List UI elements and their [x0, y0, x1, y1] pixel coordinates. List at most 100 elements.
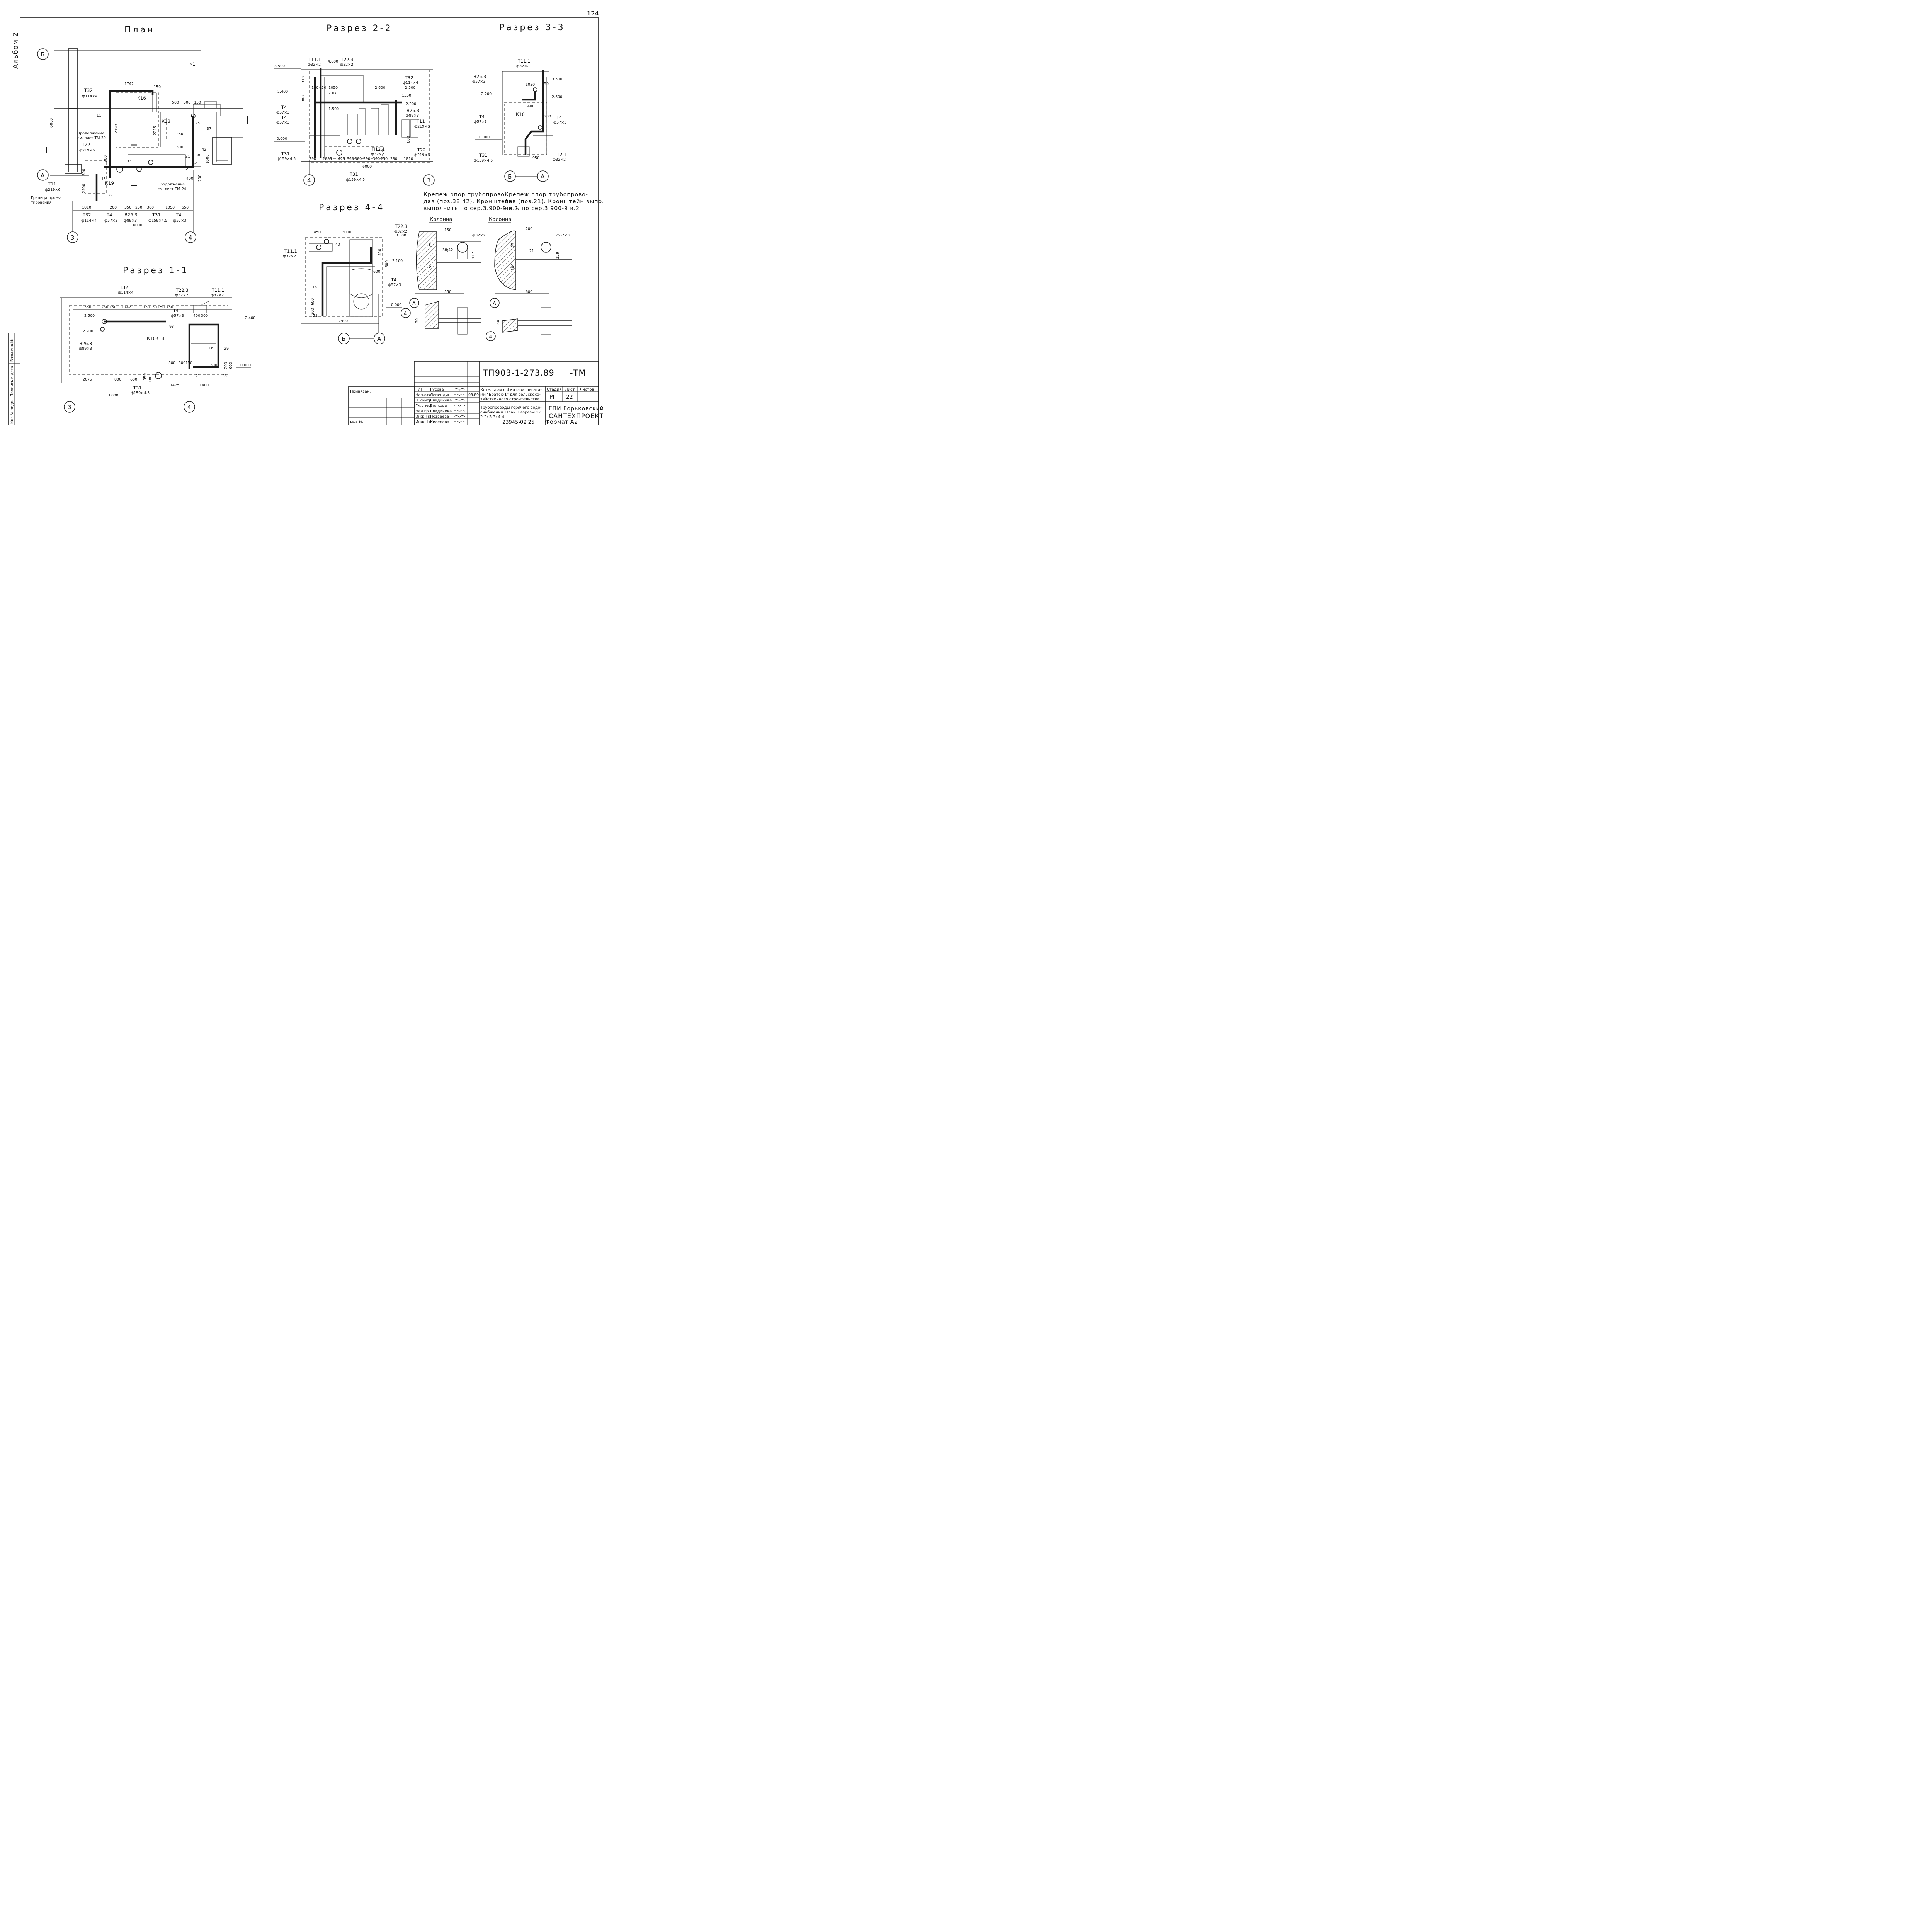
sec11-t111: Т11.1 — [211, 287, 224, 293]
plan-title: План — [124, 25, 155, 35]
sec33-title: Разрез 3-3 — [499, 23, 565, 32]
title-block: ТП903-1-273.89 -ТМ Привязан: Инв.№ ГИП Н… — [348, 361, 603, 425]
sec22-t31-d: ф159×4.5 — [277, 157, 296, 161]
sheet-format: Формат А2 — [545, 418, 578, 425]
sec22-t32-d: ф114×4 — [403, 81, 418, 85]
detail1-pos: 38;42 — [442, 248, 453, 252]
sec22-level: 2.600 — [375, 86, 385, 90]
sec22-dim: 100 — [311, 86, 318, 90]
plan-p38: 38 — [196, 153, 200, 158]
sec22-t4b-d: ф57×3 — [276, 121, 289, 125]
stamp-sheet-no: 22 — [566, 394, 573, 400]
plan-dim: 250 — [135, 206, 142, 210]
sec22-dim: 350 — [347, 157, 354, 161]
sec11-level: 2.200 — [83, 329, 93, 333]
plan-cont1b: см. лист ТМ-30 — [77, 136, 106, 140]
sec22-b263-d: ф89×3 — [406, 114, 419, 118]
detail1-dim: 25 — [428, 243, 432, 247]
sec44-t4: Т4 — [391, 277, 396, 282]
stamp-signatures — [454, 388, 465, 423]
stamp-sheet-title: Трубопроводы горячего водо- — [480, 406, 542, 410]
sec33-dim: 400 — [527, 104, 534, 109]
detail1-dim: 250 — [428, 264, 432, 270]
sec22-dim: 2.07 — [328, 91, 337, 95]
stamp-role: Н.контр — [415, 398, 432, 403]
sec33-level: 2.600 — [552, 95, 562, 99]
sec44-t4-d: ф57×3 — [388, 283, 401, 287]
boiler-k16 — [116, 92, 159, 148]
stamp-description: зяйственного строительства — [480, 397, 539, 401]
sec11-t111-d: ф32×2 — [211, 293, 224, 298]
plan-p27: 27 — [108, 193, 113, 197]
sec11-t31-d: ф159×4.5 — [131, 391, 150, 395]
plan-p25: 25 — [195, 121, 200, 126]
plan-border: Граница проек- — [31, 196, 61, 200]
sec11-dim: 1400 — [199, 383, 209, 388]
sec22-dim: 1810 — [404, 157, 413, 161]
plan-t11: Т11 — [48, 181, 56, 187]
sec22-dim: 1085 — [323, 157, 332, 161]
stamp-name: Гладикова — [430, 409, 452, 413]
sec44-dim: 450 — [314, 230, 321, 235]
sec11-axis-3: 3 — [68, 404, 71, 411]
section-2-2: Разрез 2-2 3.500 4.800 2.400 2.600 — [274, 24, 435, 186]
detail2-dim: 200 — [526, 227, 532, 231]
stamp-description: ми "Братск-1" для сельскохо- — [480, 393, 541, 397]
sec11-dim: 600 — [130, 378, 137, 382]
detail1-axis-a: А — [412, 301, 416, 307]
sec11-dim: 150 — [109, 305, 116, 310]
plan-dim: 1600 — [206, 155, 210, 164]
sec11-dim: 300 — [201, 314, 208, 318]
sec22-dim: 425 — [338, 157, 345, 161]
side-label-sign: Подпись и дата — [10, 366, 14, 396]
plan-k19: К19 — [105, 180, 114, 186]
section-3-3: Разрез 3-3 Т11.1 ф32×2 В26.3 ф57×3 Т4 ф5… — [472, 23, 566, 182]
sec22-dim: 310 — [301, 76, 306, 83]
detail1-axis-4: 4 — [404, 311, 407, 317]
stamp-header-stage: Стадия — [547, 388, 561, 392]
stamp-stage: РП — [549, 394, 557, 400]
sec44-title: Разрез 4-4 — [319, 203, 385, 213]
plan-dim: 150 — [194, 100, 201, 105]
sec33-dim: 1030 — [526, 83, 535, 87]
sec11-p23: 23 — [222, 374, 227, 378]
plan-b-t32-d: ф114×4 — [81, 219, 97, 223]
sec33-level: 2.200 — [481, 92, 492, 96]
stamp-name: Позвеева — [430, 415, 449, 419]
sec11-t32-d: ф114×4 — [118, 291, 133, 295]
sheet-code: ТП903-1-273.89 — [483, 368, 554, 378]
sec33-t31: Т31 — [479, 153, 488, 158]
sec22-dim: 250 — [381, 157, 388, 161]
plan-dim: 2215 — [153, 126, 157, 135]
stamp-names: Гусева Лепендин Гладикова Волкова Гладик… — [430, 388, 452, 424]
sec33-dim: 50 — [544, 82, 549, 86]
sec11-dim: 1550 — [82, 305, 91, 310]
detail1-pipe: ф32×2 — [472, 233, 485, 238]
sec33-axis-a: А — [541, 173, 545, 180]
plan-dim: 200 — [110, 206, 117, 210]
detail2-axis-a: А — [493, 301, 496, 307]
sec33-t4b-d: ф57×3 — [553, 121, 566, 125]
sec44-t223-d: ф32×2 — [394, 230, 407, 234]
sec11-dim: 260 — [101, 305, 108, 310]
plan-dim: 6000 — [49, 118, 54, 128]
plan-p21: 21 — [185, 155, 190, 159]
sec33-p121: П12.1 — [553, 152, 566, 157]
sec22-level: 2.500 — [405, 86, 415, 90]
stamp-description: Котельная с 4 котлоагрегата- — [480, 388, 542, 392]
plan-b-t31-d: ф159×4.5 — [148, 219, 167, 223]
sec22-title: Разрез 2-2 — [327, 24, 393, 33]
sec33-t111: Т11.1 — [517, 58, 531, 64]
stamp-role: Инж I к — [415, 415, 430, 419]
sec11-k16: К16 — [147, 336, 156, 341]
sec11-t4: Т4 — [173, 308, 179, 313]
sec22-level: 0.000 — [277, 137, 287, 141]
sec11-dim: 1742 — [122, 305, 131, 310]
sec22-level: 3.500 — [274, 64, 285, 68]
sec44-p40: 40 — [335, 243, 340, 247]
note1-line2: дав (поз.38,42). Кронштейн — [423, 199, 513, 205]
note1-line1: Крепеж опор трубопрово- — [423, 192, 507, 198]
sec33-dim: 200 — [544, 114, 551, 119]
sec11-dim: 200 — [224, 362, 228, 369]
plan-p15: 15 — [101, 177, 106, 181]
